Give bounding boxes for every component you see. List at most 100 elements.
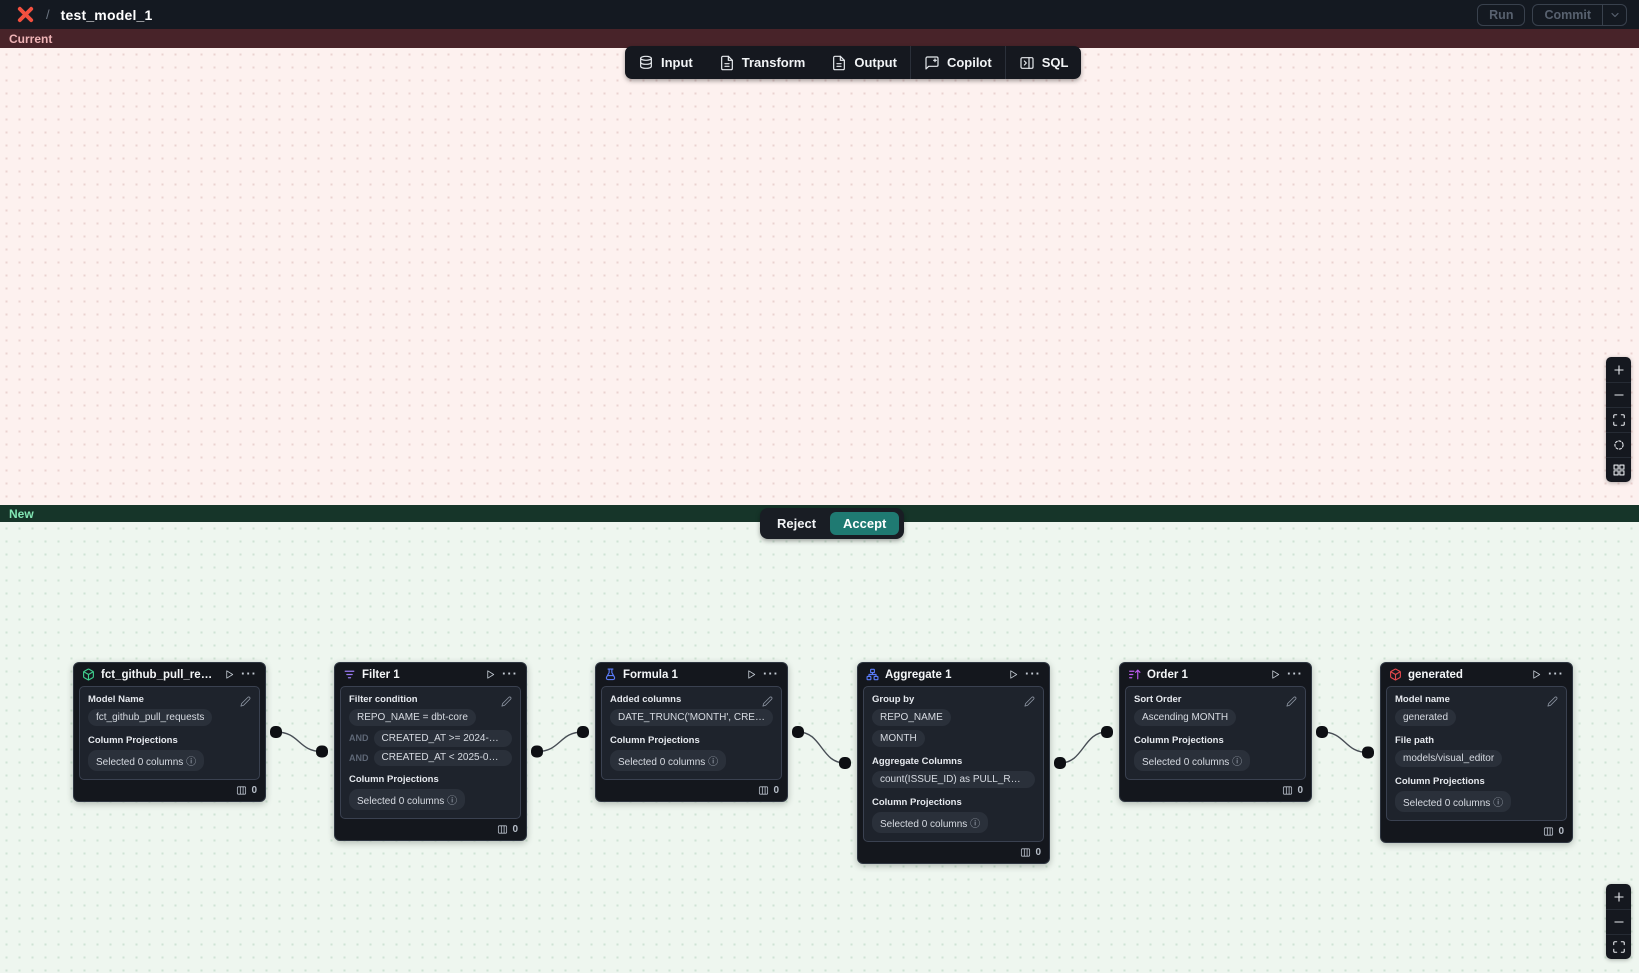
- field-row: MONTH: [872, 730, 1035, 748]
- current-section-bar: Current: [0, 29, 1639, 48]
- edit-icon[interactable]: [501, 694, 512, 712]
- commit-label[interactable]: Commit: [1544, 7, 1591, 22]
- zoom-in-button[interactable]: [1606, 357, 1631, 382]
- model-title: test_model_1: [60, 6, 153, 23]
- value-pill[interactable]: Selected 0 columns ⓘ: [1134, 750, 1251, 771]
- row-count: 0: [1297, 784, 1303, 796]
- node-header: Formula 1···: [596, 663, 787, 686]
- commit-button[interactable]: Commit: [1532, 3, 1627, 26]
- fit-view-button[interactable]: [1606, 407, 1631, 432]
- value-pill[interactable]: REPO_NAME: [872, 709, 951, 726]
- field-label: Sort Order: [1134, 694, 1182, 705]
- value-pill[interactable]: models/visual_editor: [1395, 750, 1503, 767]
- value-pill[interactable]: CREATED_AT >= 2024-12-01: [373, 730, 512, 747]
- current-canvas[interactable]: [0, 48, 1639, 505]
- chevron-down-icon[interactable]: [1602, 4, 1626, 25]
- database-icon: [638, 55, 654, 71]
- run-node-icon[interactable]: [1008, 669, 1019, 680]
- accept-button[interactable]: Accept: [830, 512, 900, 535]
- edit-icon[interactable]: [762, 694, 773, 712]
- toolbar-item-input[interactable]: Input: [625, 46, 706, 79]
- field-label: Model Name: [88, 694, 144, 705]
- node-menu-icon[interactable]: ···: [1025, 665, 1041, 681]
- value-pill[interactable]: Ascending MONTH: [1134, 709, 1237, 726]
- value-pill[interactable]: Selected 0 columns ⓘ: [610, 750, 727, 771]
- value-pill[interactable]: generated: [1395, 709, 1457, 726]
- filter-icon: [343, 668, 356, 681]
- node-menu-icon[interactable]: ···: [763, 665, 779, 681]
- value-pill[interactable]: Selected 0 columns ⓘ: [872, 812, 989, 833]
- node-footer: 0: [1120, 780, 1311, 801]
- sort-ascending-icon: [1128, 668, 1141, 681]
- field-row: Selected 0 columns ⓘ: [1134, 750, 1297, 771]
- fit-view-icon: [1612, 940, 1626, 954]
- zoom-in-button[interactable]: [1606, 884, 1631, 909]
- node-footer: 0: [858, 842, 1049, 863]
- edit-icon[interactable]: [1547, 694, 1558, 712]
- toolbar-item-output[interactable]: Output: [818, 46, 910, 79]
- file-icon: [831, 55, 847, 71]
- value-pill[interactable]: Selected 0 columns ⓘ: [88, 750, 205, 771]
- run-button[interactable]: Run: [1477, 3, 1526, 26]
- field-row: count(ISSUE_ID) as PULL_REQUEST_…: [872, 771, 1035, 789]
- row-count: 0: [512, 823, 518, 835]
- node-menu-icon[interactable]: ···: [1287, 665, 1303, 681]
- toolbar-item-transform[interactable]: Transform: [706, 46, 819, 79]
- node-menu-icon[interactable]: ···: [1548, 665, 1564, 681]
- value-pill[interactable]: Selected 0 columns ⓘ: [1395, 791, 1512, 812]
- field-label: Filter condition: [349, 694, 418, 705]
- value-pill[interactable]: DATE_TRUNC('MONTH', CREATED_AT…: [610, 709, 773, 726]
- edit-icon[interactable]: [240, 694, 251, 712]
- node-footer: 0: [1381, 821, 1572, 842]
- edit-icon[interactable]: [1286, 694, 1297, 712]
- field-row: Selected 0 columns ⓘ: [1395, 791, 1558, 812]
- info-icon: ⓘ: [1493, 797, 1504, 809]
- run-node-icon[interactable]: [224, 669, 235, 680]
- locate-button[interactable]: [1606, 432, 1631, 457]
- field-row: AND CREATED_AT >= 2024-12-01: [349, 730, 512, 747]
- row-count: 0: [251, 784, 257, 796]
- run-node-icon[interactable]: [1531, 669, 1542, 680]
- toolbar-item-copilot[interactable]: Copilot: [911, 46, 1005, 79]
- value-pill[interactable]: Selected 0 columns ⓘ: [349, 789, 466, 810]
- zoom-out-button[interactable]: [1606, 909, 1631, 934]
- run-node-icon[interactable]: [485, 669, 496, 680]
- value-pill[interactable]: CREATED_AT < 2025-03-01: [373, 749, 512, 766]
- edit-icon[interactable]: [1024, 694, 1035, 712]
- and-operator: AND: [349, 733, 369, 744]
- minimap-button[interactable]: [1606, 457, 1631, 482]
- value-pill[interactable]: fct_github_pull_requests: [88, 709, 213, 726]
- node-menu-icon[interactable]: ···: [502, 665, 518, 681]
- node-fct-github-pull-requests[interactable]: fct_github_pull_requests···Model Namefct…: [73, 662, 266, 802]
- canvas-controls-new: [1606, 884, 1631, 959]
- field-label: Added columns: [610, 694, 682, 705]
- columns-icon: [1282, 785, 1293, 796]
- field-row: Selected 0 columns ⓘ: [349, 789, 512, 810]
- zoom-out-button[interactable]: [1606, 382, 1631, 407]
- toolbar-item-sql[interactable]: SQL: [1006, 46, 1082, 79]
- app-logo-icon[interactable]: [16, 6, 35, 23]
- columns-icon: [1020, 847, 1031, 858]
- fit-view-button[interactable]: [1606, 934, 1631, 959]
- node-menu-icon[interactable]: ···: [241, 665, 257, 681]
- value-pill[interactable]: count(ISSUE_ID) as PULL_REQUEST_…: [872, 771, 1035, 788]
- reject-button[interactable]: Reject: [765, 512, 828, 535]
- run-node-icon[interactable]: [1270, 669, 1281, 680]
- node-title: generated: [1408, 668, 1463, 681]
- value-pill[interactable]: MONTH: [872, 730, 925, 747]
- run-node-icon[interactable]: [746, 669, 757, 680]
- value-pill[interactable]: REPO_NAME = dbt-core: [349, 709, 476, 726]
- toolbar-item-label: SQL: [1041, 55, 1069, 70]
- field-label: Group by: [872, 694, 915, 705]
- panel-icon: [1019, 55, 1035, 71]
